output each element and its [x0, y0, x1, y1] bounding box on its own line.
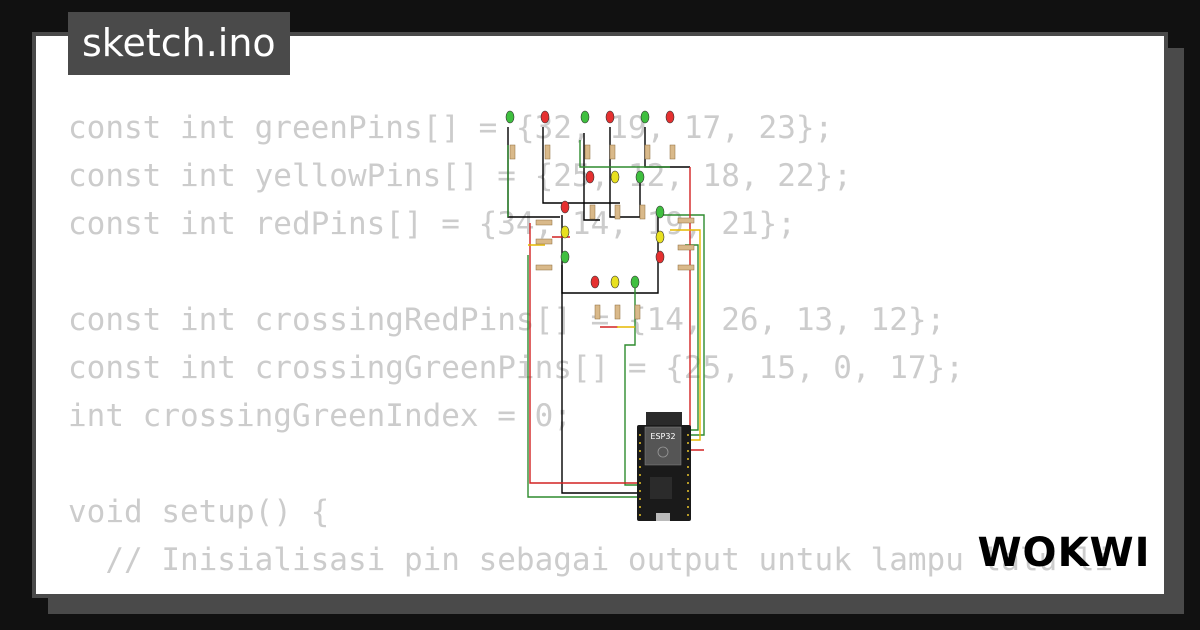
led-red — [585, 170, 595, 184]
wire-black — [644, 127, 690, 168]
led-yellow — [610, 170, 620, 184]
led-green — [560, 250, 570, 264]
resistor — [535, 219, 553, 226]
wire-green — [579, 140, 670, 168]
code-line: const int greenPins[] = {32, 19, 17, 23}… — [68, 110, 834, 146]
resistor — [614, 304, 621, 320]
wire-black — [561, 265, 638, 494]
brand-name: WOKWI — [977, 530, 1150, 576]
wire-green — [660, 214, 705, 436]
code-line: const int crossingGreenPins[] = {25, 15,… — [68, 350, 964, 386]
code-line: void setup() { — [68, 494, 330, 530]
code-line: // Inisialisasi pin sebagai output untuk… — [68, 542, 1114, 578]
led-red — [605, 110, 615, 124]
led-green — [655, 205, 665, 219]
led-red — [655, 250, 665, 264]
led-green — [505, 110, 515, 124]
wokwi-logo: WOKWI — [977, 530, 1150, 576]
file-tab-title: sketch.ino — [68, 12, 290, 75]
resistor — [535, 238, 553, 245]
led-row-middle — [585, 170, 645, 184]
code-line: const int crossingRedPins[] = {14, 26, 1… — [68, 302, 946, 338]
resistor — [509, 144, 516, 160]
wire-red — [689, 167, 704, 451]
resistor — [677, 264, 695, 271]
led-green — [640, 110, 650, 124]
esp32-board: ESP32 — [637, 412, 691, 521]
resistor — [634, 304, 641, 320]
code-line: Serial.begin(115200); — [68, 584, 1113, 594]
led-yellow — [655, 230, 665, 244]
led-yellow — [560, 225, 570, 239]
wire-green — [624, 285, 638, 486]
code-line: const int yellowPins[] = {25, 12, 18, 22… — [68, 158, 852, 194]
resistor — [677, 244, 695, 251]
led-row-bottom — [590, 275, 640, 289]
led-red — [590, 275, 600, 289]
resistor — [594, 304, 601, 320]
wire-red — [529, 223, 638, 484]
esp32-label: ESP32 — [650, 432, 675, 441]
circuit-diagram: ESP32 — [505, 110, 705, 521]
resistor — [614, 204, 621, 220]
led-green — [635, 170, 645, 184]
resistor — [535, 264, 553, 271]
wire-green — [527, 255, 638, 498]
resistor — [644, 144, 651, 160]
resistor — [639, 204, 646, 220]
code-preview: const int greenPins[] = {32, 19, 17, 23}… — [68, 104, 1114, 594]
code-line: int crossingGreenIndex = 0; — [68, 398, 572, 434]
led-column-right — [655, 205, 665, 264]
wire-green — [685, 244, 699, 431]
led-green — [630, 275, 640, 289]
resistor — [609, 144, 616, 160]
resistor — [669, 144, 676, 160]
resistor — [589, 204, 596, 220]
resistors — [509, 144, 695, 320]
led-row-top — [505, 110, 675, 124]
wire-black — [561, 213, 659, 294]
wire-black — [542, 127, 620, 204]
wire-yellow — [670, 229, 701, 441]
led-red — [540, 110, 550, 124]
led-red — [665, 110, 675, 124]
wire-black — [583, 133, 600, 221]
led-green — [580, 110, 590, 124]
led-yellow — [610, 275, 620, 289]
resistor — [677, 217, 695, 224]
led-red — [560, 200, 570, 214]
wire-black — [609, 127, 641, 218]
led-column-left — [560, 200, 570, 264]
resistor — [584, 144, 591, 160]
resistor — [544, 144, 551, 160]
